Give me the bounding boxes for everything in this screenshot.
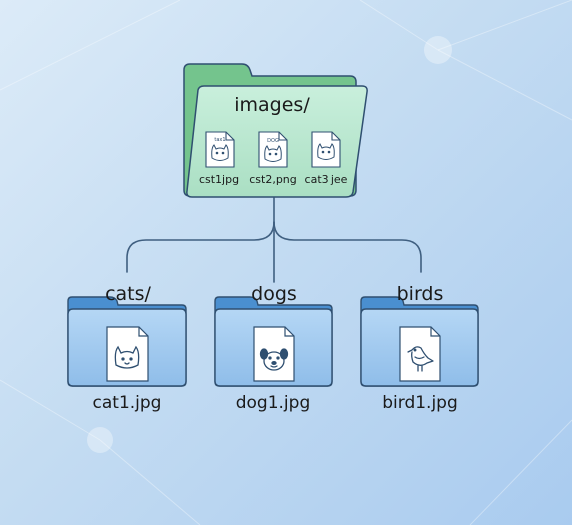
root-file-3[interactable]: cat3 jee: [305, 131, 348, 186]
folder-cats[interactable]: cats/ cat1.jpg: [67, 283, 187, 413]
root-file-1[interactable]: tax1 cst1jpg: [199, 131, 239, 186]
folder-cats-label: cats/: [105, 283, 151, 305]
root-folder-label: images/: [234, 94, 310, 116]
cat-face-icon: [317, 143, 335, 160]
connector-birds: [273, 221, 422, 273]
bird-icon: [407, 346, 434, 372]
file-bird1[interactable]: [399, 326, 441, 382]
folder-birds-label: birds: [397, 283, 444, 305]
folder-dogs[interactable]: dogs dog1.jpg: [214, 283, 333, 413]
file-cat1[interactable]: [106, 326, 149, 382]
dog-face-icon: [259, 348, 289, 371]
file-dog1-label: dog1.jpg: [236, 393, 311, 413]
root-file-name: cat3 jee: [305, 173, 348, 186]
root-file-name: cst1jpg: [199, 173, 239, 186]
folder-birds[interactable]: birds bird1.jpg: [360, 283, 479, 413]
cat-face-icon: [211, 144, 229, 161]
root-file-tag: DOG: [267, 138, 279, 144]
cat-face-icon: [264, 145, 282, 162]
root-file-tag: tax1: [214, 137, 225, 143]
file-bird1-label: bird1.jpg: [382, 393, 458, 413]
file-cat1-label: cat1.jpg: [93, 393, 162, 413]
folder-dogs-label: dogs: [251, 283, 297, 305]
root-file-name: cst2,png: [249, 173, 297, 186]
tree-connectors: [126, 197, 422, 283]
cat-face-icon: [114, 345, 140, 369]
root-file-2[interactable]: DOG cst2,png: [249, 131, 297, 186]
file-dog1[interactable]: [253, 326, 295, 382]
connector-cats: [126, 221, 275, 273]
